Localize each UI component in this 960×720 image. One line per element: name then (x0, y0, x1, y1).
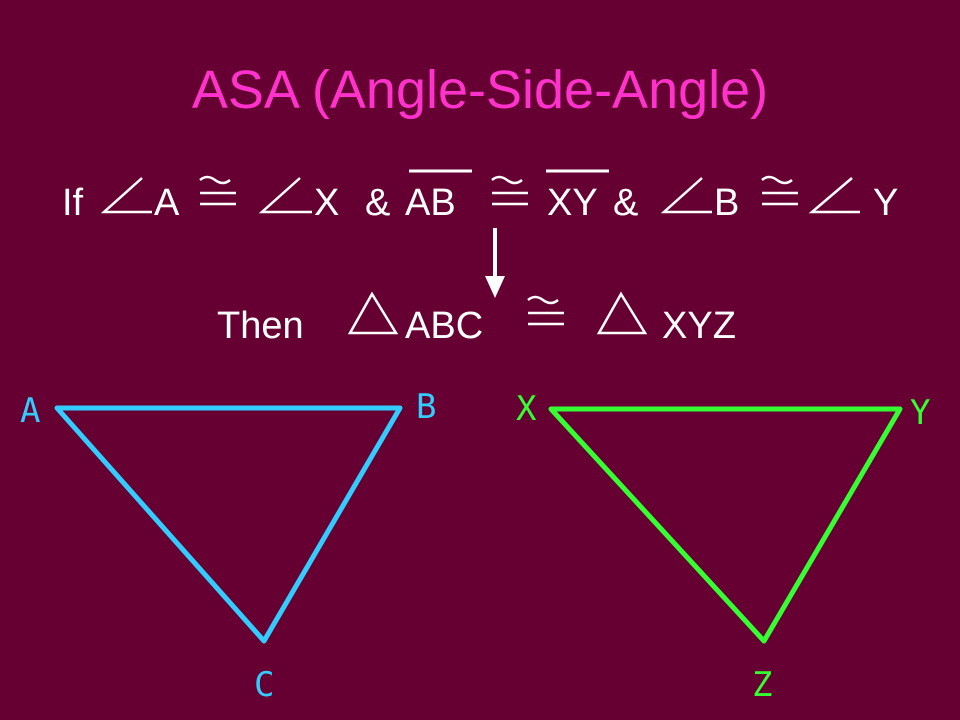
angle-icon (660, 177, 712, 214)
triangle-abc-label: ABC (405, 305, 484, 347)
ampersand-1: & (365, 182, 391, 224)
segment-xy-label: XY (547, 182, 598, 224)
vertex-label-x: X (516, 389, 537, 429)
triangle-abc (54, 405, 403, 644)
triangle-icon (347, 291, 399, 335)
angle-y-label: Y (873, 182, 899, 224)
vertex-label-z: Z (752, 665, 772, 705)
angle-icon (100, 177, 152, 214)
triangle-xyz (548, 406, 903, 644)
congruent-icon (761, 175, 798, 206)
ampersand-2: & (613, 182, 639, 224)
congruent-icon (199, 175, 236, 206)
implies-arrow-icon (485, 228, 505, 298)
congruent-icon (491, 175, 528, 206)
page-title: ASA (Angle-Side-Angle) (191, 60, 769, 120)
vertex-label-a: A (20, 391, 40, 431)
angle-x-label: X (314, 182, 340, 224)
angle-icon (808, 177, 860, 214)
vertex-label-b: B (416, 387, 436, 427)
triangle-xyz-label: XYZ (662, 305, 736, 347)
vertex-label-c: C (254, 665, 274, 705)
vertex-label-y: Y (910, 393, 930, 433)
angle-b-label: B (714, 182, 740, 224)
segment-ab-label: AB (405, 182, 456, 224)
if-label: If (62, 182, 84, 224)
angle-icon (258, 177, 312, 214)
angle-a-label: A (154, 182, 180, 224)
triangle-icon (596, 291, 648, 335)
congruent-icon (527, 295, 564, 326)
then-label: Then (217, 305, 304, 347)
